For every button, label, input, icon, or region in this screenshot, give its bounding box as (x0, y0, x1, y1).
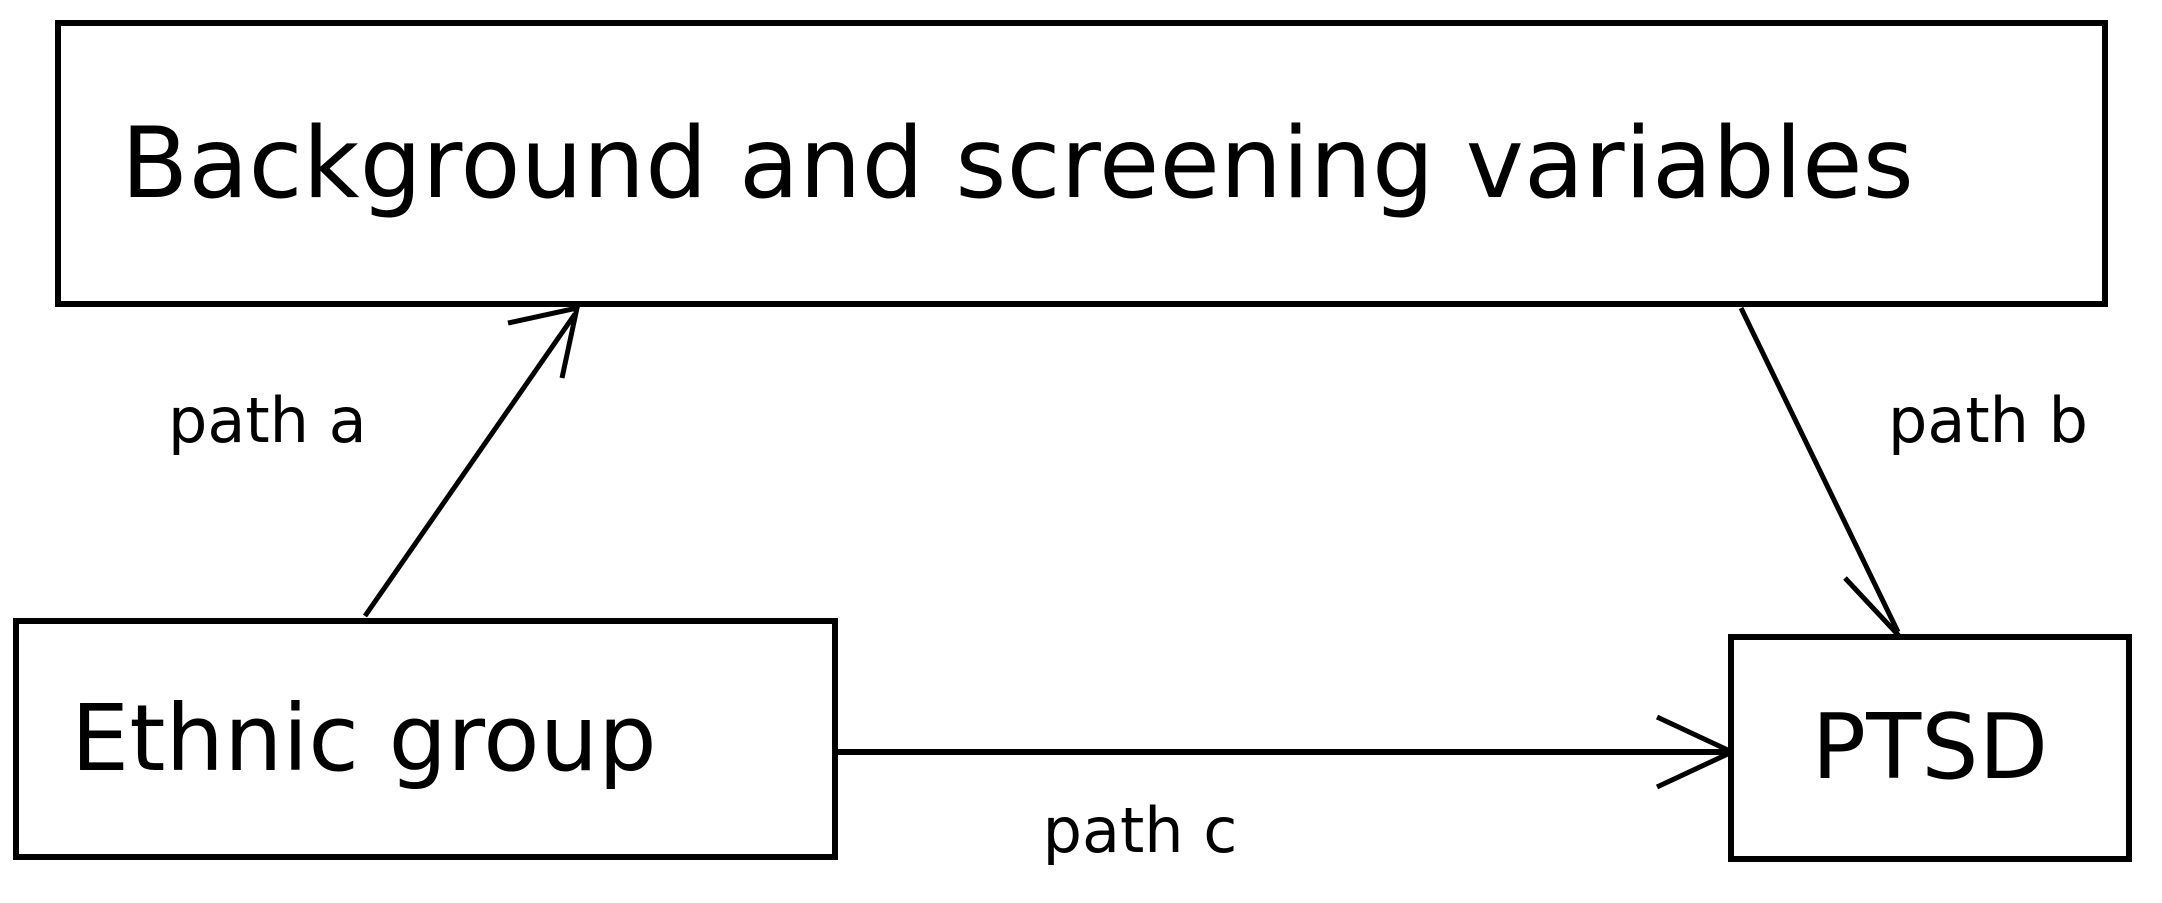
node-ptsd: PTSD (1728, 634, 2132, 862)
edge-label-path-b: path b (1888, 384, 2089, 457)
path-a-arrowhead (507, 304, 581, 379)
edge-label-path-a: path a (168, 384, 367, 457)
path-a-connector (362, 304, 581, 618)
node-background-and-screening-variables: Background and screening variables (55, 20, 2108, 307)
node-label-predictor: Ethnic group (71, 685, 657, 792)
edge-label-path-c: path c (1042, 794, 1238, 867)
node-label-mediator: Background and screening variables (121, 106, 1915, 221)
node-ethnic-group: Ethnic group (13, 618, 838, 860)
node-label-outcome: PTSD (1811, 695, 2049, 800)
path-c-connector (838, 714, 1738, 790)
path-b-connector (1738, 306, 1907, 651)
